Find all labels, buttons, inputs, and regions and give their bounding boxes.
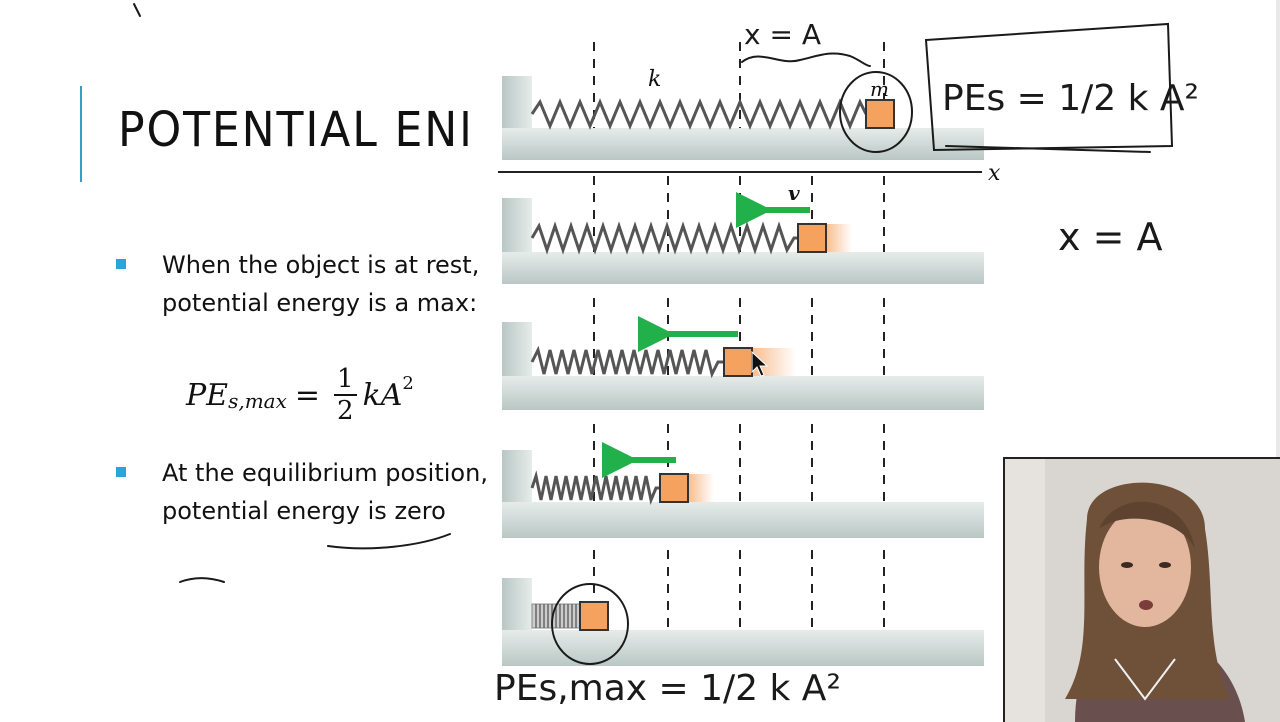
spring-3 (530, 345, 724, 379)
bullet-text-rest: When the object is at rest, potential en… (162, 251, 480, 317)
mass-block-4 (659, 473, 689, 503)
x-axis-label: x (988, 161, 1001, 186)
mass-block-2 (797, 223, 827, 253)
formula-exponent: 2 (402, 372, 414, 394)
mass-block-1 (865, 99, 895, 129)
mass-label: m (870, 77, 889, 101)
title-accent-bar (80, 86, 82, 182)
spring-2 (530, 221, 798, 255)
row-2: v (502, 181, 984, 284)
slide-title: POTENTIAL ENERGY (118, 102, 468, 158)
spring-1 (530, 98, 868, 130)
mouse-cursor (751, 350, 769, 377)
formula-lhs: PE (186, 377, 229, 413)
spring-label: k (648, 67, 661, 92)
mass-block-3 (723, 347, 753, 377)
row-4 (502, 442, 984, 538)
velocity-label: v (788, 181, 800, 205)
row-1: k m (502, 67, 984, 160)
formula-denominator: 2 (337, 396, 354, 426)
slide-right-border (1276, 0, 1280, 457)
bullet-marker (116, 467, 126, 477)
row-3 (502, 316, 984, 410)
formula-rhs: kA (362, 377, 403, 413)
webcam-presenter-image (1005, 459, 1280, 722)
formula-lhs-sub: s,max (228, 389, 287, 413)
formula-equals: = (294, 377, 321, 413)
formula-fraction: 1 2 (334, 364, 357, 426)
formula-numerator: 1 (334, 364, 357, 396)
row-5 (502, 578, 984, 666)
spring-4 (530, 470, 660, 506)
mass-block-5 (579, 601, 609, 631)
bullet-text-equilibrium: At the equilibrium position, potential e… (162, 459, 488, 525)
bullet-marker (116, 259, 126, 269)
webcam-overlay (1003, 457, 1280, 722)
